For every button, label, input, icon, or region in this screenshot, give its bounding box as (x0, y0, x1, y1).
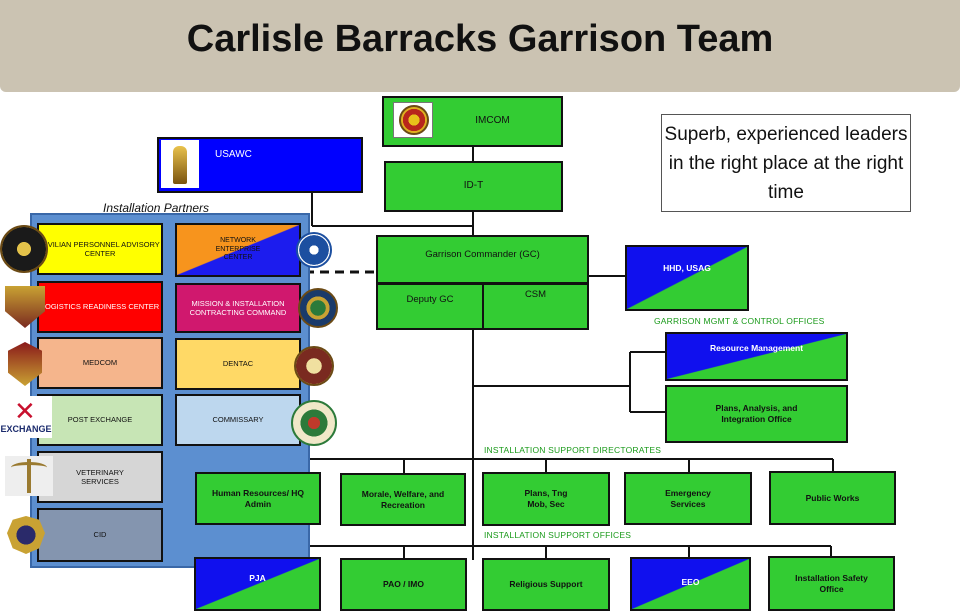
deputy-gc-label: Deputy GC (406, 294, 454, 305)
office-pja: PJA (194, 557, 321, 611)
office-religious-support: Religious Support (482, 558, 610, 611)
imcom-emblem-icon (393, 102, 433, 138)
deputy-gc-box: Deputy GC (376, 283, 484, 330)
cid-badge-icon (7, 516, 45, 554)
dentac-emblem-icon (294, 346, 334, 386)
directorate-human-resources: Human Resources/ HQ Admin (195, 472, 321, 525)
veterinary-caduceus-icon (5, 456, 53, 496)
commissary-seal-icon (291, 400, 337, 446)
partner-veterinary: VETERINARY SERVICES (37, 451, 163, 503)
hhd-box: HHD, USAG (625, 245, 749, 311)
partner-medcom: MEDCOM (37, 337, 163, 389)
gc-box: Garrison Commander (GC) (376, 235, 589, 284)
directorate-emergency-services: Emergency Services (624, 472, 752, 525)
csm-label: CSM (524, 289, 547, 300)
partner-nec: NETWORK ENTERPRISE CENTER (175, 223, 301, 277)
partner-cpac: CIVILIAN PERSONNEL ADVISORY CENTER (37, 223, 163, 275)
resource-management-box: Resource Management (665, 332, 848, 381)
directorate-plans-tng-mob-sec: Plans, Tng Mob, Sec (482, 472, 610, 526)
micc-emblem-icon (298, 288, 338, 328)
office-eeo-label: EEO (681, 577, 700, 587)
office-pja-label: PJA (249, 573, 266, 583)
mgmt-section-label: GARRISON MGMT & CONTROL OFFICES (654, 316, 825, 326)
title-banner (0, 0, 960, 92)
office-installation-safety: Installation Safety Office (768, 556, 895, 611)
imcom-label: IMCOM (475, 115, 510, 127)
usawc-statue-icon (161, 140, 199, 188)
exchange-logo-text: EXCHANGE (0, 424, 52, 434)
plans-analysis-integration-box: Plans, Analysis, and Integration Office (665, 385, 848, 443)
quote-box: Superb, experienced leaders in the right… (661, 114, 911, 212)
page-title: Carlisle Barracks Garrison Team (186, 18, 774, 60)
cpac-emblem-icon (0, 225, 48, 273)
installation-partners-caption: Installation Partners (103, 201, 210, 215)
partner-commissary: COMMISSARY (175, 394, 301, 446)
directorates-section-label: INSTALLATION SUPPORT DIRECTORATES (484, 445, 662, 455)
partner-lrc: LOGISTICS READINESS CENTER (37, 281, 163, 333)
offices-section-label: INSTALLATION SUPPORT OFFICES (484, 530, 632, 540)
office-pao-imo: PAO / IMO (340, 558, 467, 611)
idt-box: ID-T (384, 161, 563, 212)
csm-box: CSM (482, 283, 589, 330)
partner-micc: MISSION & INSTALLATION CONTRACTING COMMA… (175, 283, 301, 333)
directorate-mwr: Morale, Welfare, and Recreation (340, 473, 466, 526)
idt-label: ID-T (463, 180, 484, 192)
office-eeo: EEO (630, 557, 751, 611)
usawc-label: USAWC (215, 149, 252, 160)
gc-label: Garrison Commander (GC) (425, 249, 540, 260)
partner-cid: CID (37, 508, 163, 562)
exchange-logo-icon: ✕ EXCHANGE (0, 396, 52, 438)
nec-star-icon (296, 232, 332, 268)
partner-dentac: DENTAC (175, 338, 301, 390)
hhd-label: HHD, USAG (663, 263, 711, 273)
partner-post-exchange: POST EXCHANGE (37, 394, 163, 446)
directorate-public-works: Public Works (769, 471, 896, 525)
resource-management-label: Resource Management (709, 343, 804, 353)
